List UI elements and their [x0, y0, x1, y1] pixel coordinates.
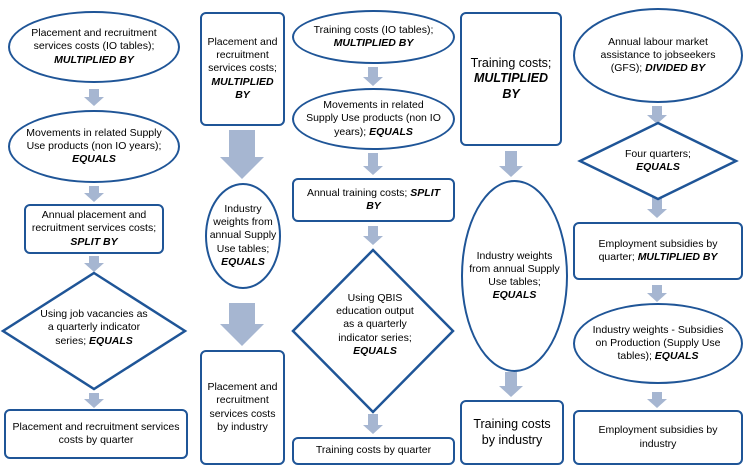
node-text: Employment subsidies by industry [598, 424, 718, 450]
node-text: Placement and recruitment services costs… [12, 420, 180, 446]
diamond-shapes [0, 121, 739, 414]
decision-diamond [0, 271, 188, 391]
node-operator: EQUALS [654, 350, 699, 363]
node-text: Industry weights from annual Supply Use … [209, 203, 277, 255]
down-arrow [499, 372, 523, 397]
node-operator: SPLIT BY [70, 235, 118, 248]
decision-diamond [291, 248, 455, 414]
node-text: Industry weights from annual Supply Use … [469, 249, 560, 288]
node-text: Annual training costs; [306, 186, 408, 199]
down-arrow [647, 392, 667, 408]
node-text: Annual placement and recruitment service… [31, 209, 157, 235]
job-vacancies-diamond-text: Using job vacancies as a quarterly indic… [36, 280, 152, 376]
node-operator: EQUALS [369, 125, 413, 138]
node-text: Employment subsidies by quarter; [598, 237, 718, 263]
node-operator: EQUALS [636, 161, 680, 173]
flow-arrows [84, 67, 667, 434]
training-by-industry-box: Training costs by industry [460, 400, 564, 465]
node-text: Movements in related Supply Use products… [306, 99, 441, 138]
node-operator: EQUALS [221, 255, 265, 268]
labour-market-assistance-ellipse: Annual labour market assistance to jobse… [573, 8, 743, 103]
training-movements-ellipse: Movements in related Supply Use products… [292, 88, 455, 150]
down-arrow [363, 153, 383, 175]
placement-costs-ellipse: Placement and recruitment services costs… [8, 11, 180, 83]
annual-placement-costs-box: Annual placement and recruitment service… [24, 204, 164, 254]
node-operator: EQUALS [353, 344, 397, 357]
node-text: Using job vacancies as a quarterly indic… [40, 308, 148, 347]
placement-by-quarter-box: Placement and recruitment services costs… [4, 409, 188, 459]
node-text: Training costs by industry [473, 416, 551, 447]
node-operator: EQUALS [89, 334, 133, 347]
placement-by-industry-box: Placement and recruitment services costs… [200, 350, 285, 465]
training-costs-io-ellipse: Training costs (IO tables); MULTIPLIED B… [292, 10, 455, 64]
decision-diamond [577, 121, 739, 201]
node-operator: EQUALS [72, 153, 116, 166]
placement-costs-box: Placement and recruitment services costs… [200, 12, 285, 126]
down-arrow [84, 89, 104, 106]
node-operator: MULTIPLIED BY [333, 37, 414, 49]
node-text: Training costs by quarter [315, 444, 432, 457]
down-arrow [84, 393, 104, 408]
node-text: Placement and recruitment services costs… [207, 36, 278, 75]
employment-subsidies-quarter-box: Employment subsidies by quarter; MULTIPL… [573, 222, 743, 280]
down-arrow [84, 186, 104, 202]
node-text: Training costs; [470, 55, 552, 70]
node-text: Training costs (IO tables); [313, 23, 434, 36]
training-industry-weights-ellipse: Industry weights from annual Supply Use … [461, 180, 568, 372]
down-arrow [647, 197, 667, 218]
placement-industry-weights-ellipse: Industry weights from annual Supply Use … [205, 183, 281, 289]
node-operator: MULTIPLIED BY [473, 71, 549, 101]
training-by-quarter-box: Training costs by quarter [292, 437, 455, 465]
node-text: Movements in related Supply Use products… [26, 126, 162, 152]
down-arrow [363, 226, 383, 245]
training-costs-box: Training costs; MULTIPLIED BY [460, 12, 562, 146]
node-text: Placement and recruitment services costs… [207, 381, 278, 433]
down-arrow [363, 67, 383, 86]
four-quarters-diamond-text: Four quarters; EQUALS [615, 130, 701, 192]
node-operator: MULTIPLIED BY [54, 53, 134, 66]
down-arrow [647, 285, 667, 302]
node-text: Using QBIS education output as a quarter… [336, 292, 414, 344]
down-arrow [220, 303, 264, 346]
down-arrow [363, 414, 383, 434]
node-operator: MULTIPLIED BY [637, 251, 718, 263]
node-text: Four quarters; [625, 147, 691, 160]
qbis-diamond-text: Using QBIS education output as a quarter… [330, 270, 420, 380]
node-operator: DIVIDED BY [645, 62, 706, 75]
down-arrow [647, 106, 667, 124]
placement-movements-ellipse: Movements in related Supply Use products… [8, 110, 180, 183]
annual-training-costs-box: Annual training costs; SPLIT BY [292, 178, 455, 222]
down-arrow [499, 151, 523, 177]
employment-subsidies-industry-box: Employment subsidies by industry [573, 410, 743, 465]
node-operator: MULTIPLIED BY [211, 75, 274, 101]
node-text: Placement and recruitment services costs… [31, 27, 157, 53]
down-arrow [84, 256, 104, 272]
node-operator: SPLIT BY [366, 186, 441, 212]
down-arrow [220, 130, 264, 179]
node-operator: EQUALS [492, 289, 537, 302]
node-text: Annual labour market assistance to jobse… [600, 35, 716, 75]
node-text: Industry weights - Subsidies on Producti… [592, 323, 724, 363]
subsidies-industry-weights-ellipse: Industry weights - Subsidies on Producti… [573, 303, 743, 384]
